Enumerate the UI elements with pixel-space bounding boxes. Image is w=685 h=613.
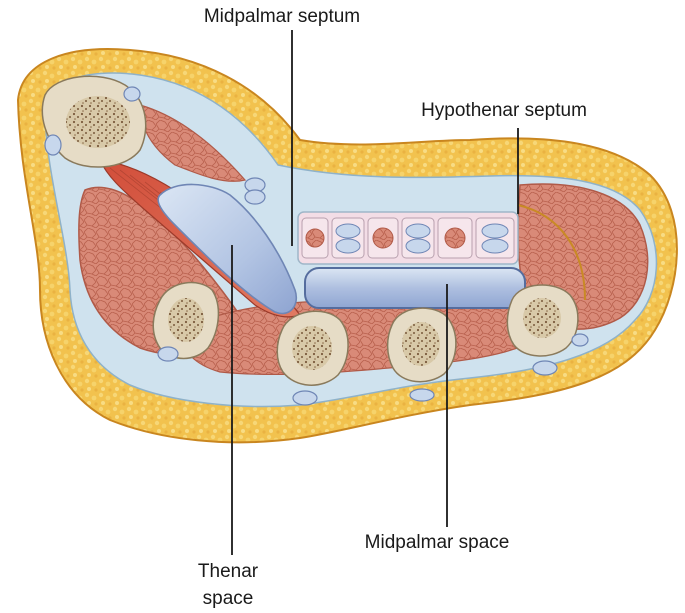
leader-lines — [231, 30, 519, 555]
midpalmar-space — [304, 267, 526, 309]
third-metacarpal-bone — [276, 310, 349, 386]
flexor-tendon-row — [297, 211, 519, 265]
fourth-metacarpal-bone — [386, 307, 457, 383]
adductor-region-muscle — [139, 104, 247, 182]
fifth-metacarpal-bone — [506, 284, 579, 357]
thenar-space — [157, 183, 297, 315]
thenar-space-label-line2: space — [203, 588, 254, 609]
hypothenar-septum-structure — [517, 204, 586, 301]
midpalmar-septum-label: Midpalmar septum — [204, 6, 360, 27]
second-metacarpal-bone — [152, 281, 220, 360]
first-metacarpal-bone — [41, 75, 147, 168]
hypothenar-septum-label: Hypothenar septum — [421, 100, 587, 121]
thenar-space-label-line1: Thenar — [198, 561, 259, 582]
neurovascular-structures — [44, 86, 589, 406]
midpalmar-space-label: Midpalmar space — [365, 532, 510, 553]
